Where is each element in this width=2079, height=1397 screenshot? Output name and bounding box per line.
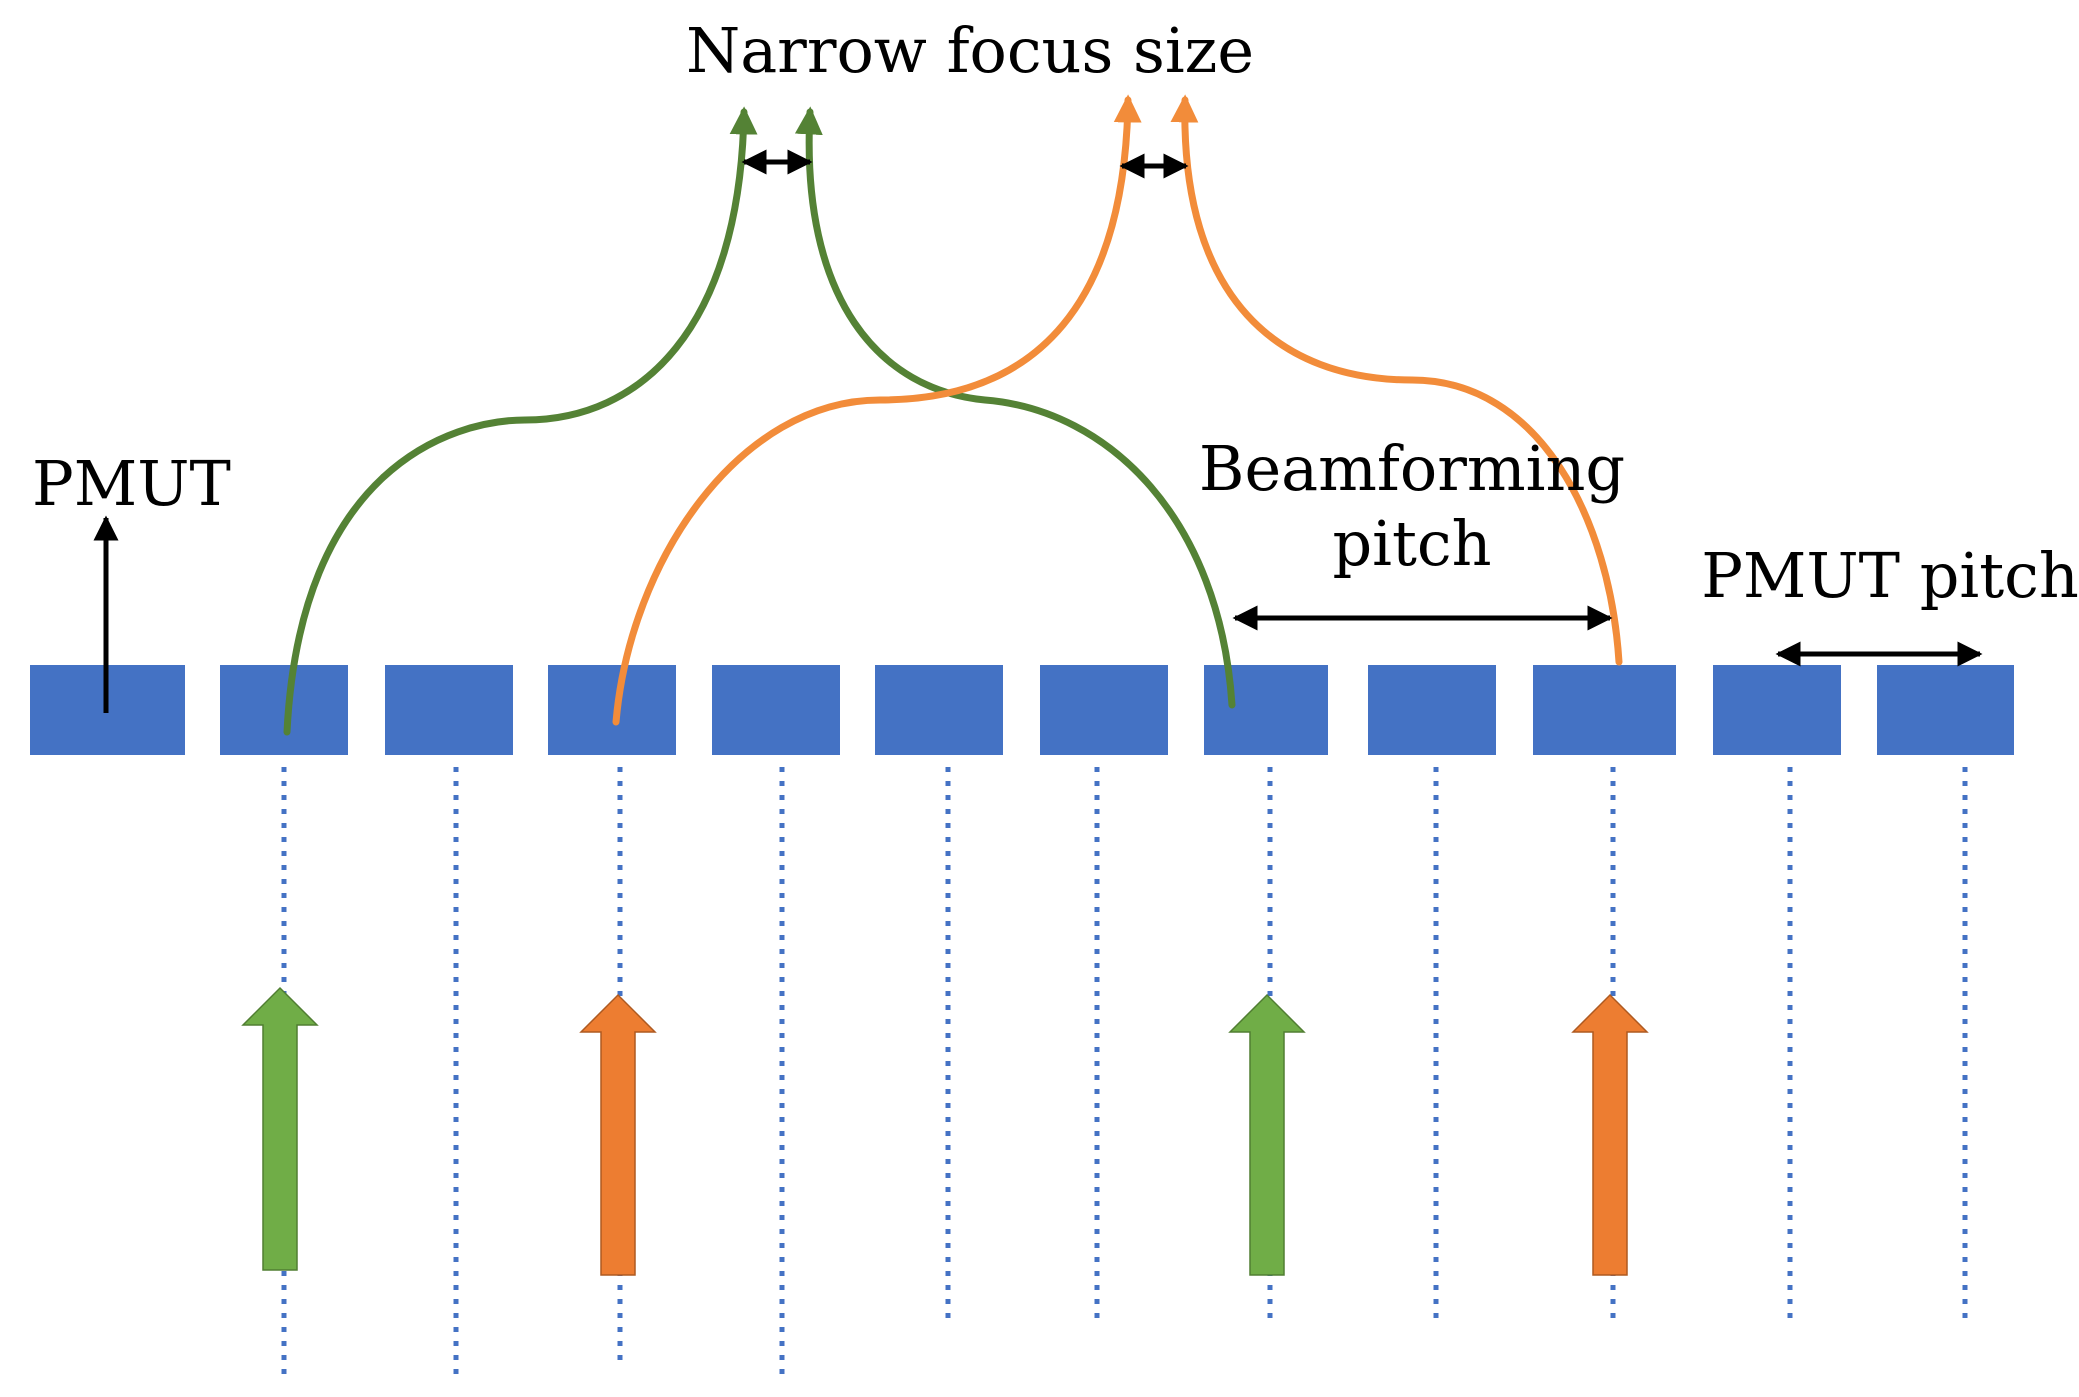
pmut-element [1877,665,2014,755]
green-beam-curve-left [283,106,758,736]
green-beam-curve-right [794,106,1236,709]
pmut-element [875,665,1003,755]
orange-beam-curve-left [612,94,1142,726]
pmut-label: PMUT [32,447,231,520]
pmut-pitch-label: PMUT pitch [1701,539,2079,612]
orange-transmit-arrow [1571,993,1649,1276]
pmut-element [1040,665,1168,755]
green-transmit-arrow [241,986,319,1271]
beamforming-pitch-label: pitch [1332,507,1491,580]
narrow-focus-size-label: Narrow focus size [686,14,1254,87]
pmut-element [1533,665,1676,755]
pmut-element [1368,665,1496,755]
dotted-lines [281,767,1968,1375]
focus-size-markers [741,149,1189,179]
transmit-arrows [241,986,1649,1276]
beamforming-label: Beamforming [1199,432,1625,505]
pmut-element [712,665,840,755]
pmut-element [1713,665,1841,755]
pmut-element [548,665,676,755]
pmut-element [1204,665,1328,755]
pmut-element-row [30,665,2014,755]
pmut-element [385,665,513,755]
pmut-element [220,665,348,755]
green-beams [283,106,1236,736]
orange-transmit-arrow [579,993,657,1276]
orange-beam-curve-right [1170,94,1623,666]
green-transmit-arrow [1228,993,1306,1276]
orange-beams [612,94,1623,726]
